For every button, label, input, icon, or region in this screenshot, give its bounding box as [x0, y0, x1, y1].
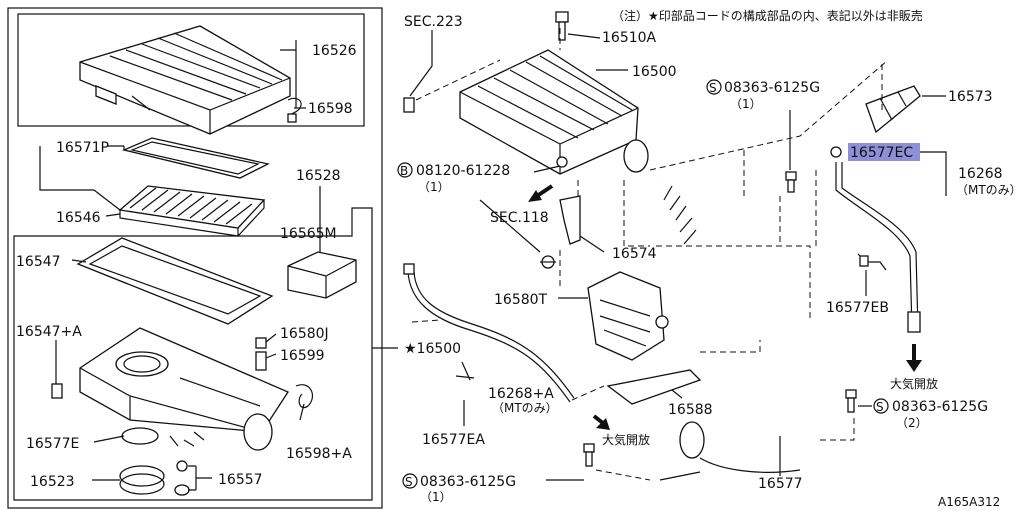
label-16577EA: 16577EA [422, 432, 485, 448]
label-16268A-note: （MTのみ） [492, 401, 558, 415]
label-16577E: 16577E [26, 436, 79, 452]
bolt-16510A [555, 11, 601, 41]
label-16573: 16573 [948, 89, 993, 105]
label-16528: 16528 [296, 168, 341, 184]
hose-clip-16598-drawing [287, 97, 302, 123]
prefix-s-right-circle [873, 398, 889, 414]
prefix-s-top-circle [706, 79, 722, 95]
small-bolt [556, 156, 568, 168]
label-16565M: 16565M [280, 226, 337, 242]
note-text: （注）★印部品コードの構成部品の内、表記以外は非販売 [612, 8, 923, 23]
label-16547A: 16547+A [16, 324, 82, 340]
label-bolt08363-right-qty: （2） [896, 416, 928, 430]
sec118-arrowhead [528, 190, 542, 202]
label-16598A: 16598+A [286, 446, 352, 462]
leader-16268 [920, 151, 947, 196]
label-bolt08363-bottom-qty: （1） [420, 490, 452, 504]
figure-code: A165A312 [938, 495, 1000, 509]
clip-16577EB [857, 253, 887, 271]
air-vent-arrowhead-right [906, 360, 922, 372]
label-16547: 16547 [16, 254, 61, 270]
prefix-s-bottom: S [405, 475, 413, 489]
label-star16500: ★16500 [404, 341, 461, 357]
bracket-16574-drawing [540, 195, 605, 269]
leader-bolt08120 [533, 165, 561, 173]
air-cleaner-cover-drawing [79, 25, 291, 135]
small-parts-left [51, 337, 313, 496]
prefix-s-right: S [876, 400, 884, 414]
label-16588: 16588 [668, 402, 713, 418]
highlight-16577EC [848, 143, 920, 161]
label-16571P: 16571P [56, 140, 109, 156]
air-cleaner-assembly-drawing [459, 49, 649, 175]
label-air-vent-center: 大気開放 [602, 432, 650, 447]
gasket-16571P-drawing [121, 137, 270, 179]
label-16577EC: 16577EC [850, 145, 913, 161]
label-16268A: 16268+A [488, 386, 554, 402]
label-bolt08120-qty: （1） [418, 180, 450, 194]
clip-16577EC [830, 146, 842, 158]
bracket-16588-drawing [606, 369, 702, 405]
leader-lines-left [39, 40, 398, 491]
label-bolt08120: 08120-61228 [416, 163, 510, 179]
lower-case-box [13, 207, 373, 501]
label-16577: 16577 [758, 476, 803, 492]
label-bolt08363-right: 08363-6125G [892, 399, 988, 415]
intake-duct-16577-drawing [653, 168, 830, 481]
leader-bolt08120-b [479, 199, 541, 253]
label-16580J: 16580J [280, 326, 329, 342]
label-16557: 16557 [218, 472, 263, 488]
label-16580T: 16580T [494, 292, 548, 308]
resonator-16580T-drawing [587, 271, 669, 361]
bracket-16573-drawing [865, 85, 921, 134]
label-16510A: 16510A [602, 30, 657, 46]
air-vent-arrowhead-center [596, 418, 610, 430]
label-16523: 16523 [30, 474, 75, 490]
air-cleaner-case-drawing [79, 327, 289, 451]
hose-16268A-drawing [403, 263, 575, 403]
label-16574: 16574 [612, 246, 657, 262]
label-16500: 16500 [632, 64, 677, 80]
label-bolt08363-bottom: 08363-6125G [420, 474, 516, 490]
filter-element-16546-drawing [118, 185, 266, 237]
label-sec118: SEC.118 [490, 210, 549, 226]
bolt-08363-bottom [583, 443, 595, 467]
label-16526: 16526 [312, 43, 357, 59]
gasket-16547-drawing [76, 237, 274, 325]
sec223-fitting [403, 30, 433, 113]
label-16577EB: 16577EB [826, 300, 889, 316]
left-panel-frame [7, 7, 383, 509]
label-16268-note: （MTのみ） [956, 183, 1022, 197]
label-16598: 16598 [308, 101, 353, 117]
label-16268: 16268 [958, 166, 1003, 182]
label-air-vent-right: 大気開放 [890, 376, 938, 391]
label-16599: 16599 [280, 348, 325, 364]
bolt-08363-right [845, 389, 857, 413]
label-bolt08363-top: 08363-6125G [724, 80, 820, 96]
label-16546: 16546 [56, 210, 101, 226]
prefix-b-circle [397, 162, 413, 178]
prefix-b: B [400, 164, 408, 178]
hose-16268-drawing [835, 162, 921, 333]
label-bolt08363-top-qty: （1） [730, 97, 762, 111]
dashed-assembly-lines [411, 28, 889, 481]
label-sec223: SEC.223 [404, 14, 463, 30]
prefix-s-bottom-circle [402, 473, 418, 489]
foam-16565M-drawing [287, 251, 357, 299]
prefix-s-top: S [709, 81, 717, 95]
bolt-08363-top [785, 110, 797, 193]
